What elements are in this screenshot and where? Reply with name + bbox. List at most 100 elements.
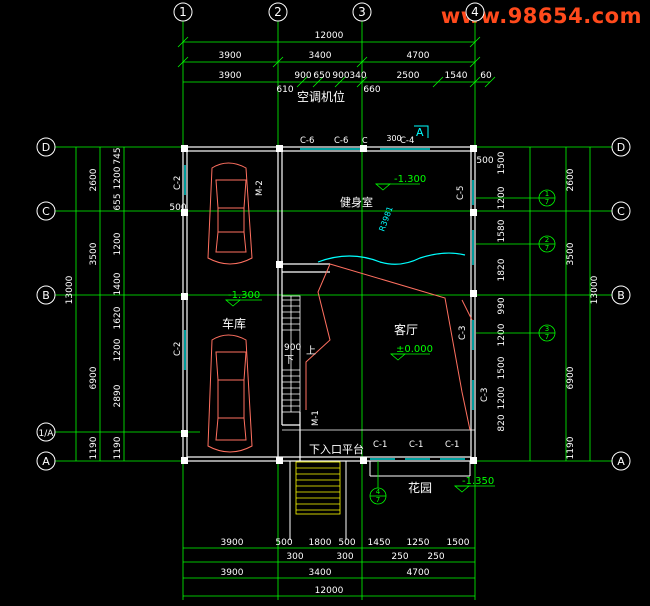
- detail-bubble-4-top: 4: [376, 488, 381, 496]
- dim-top-total: 12000: [315, 31, 344, 41]
- win-c5: C-5: [456, 186, 466, 200]
- axis-label-C-left: C: [42, 205, 50, 218]
- axis-grid: [55, 18, 612, 600]
- level-garden: -1.350: [462, 476, 494, 487]
- dim-top-3-3: 900: [332, 71, 349, 81]
- dim-bot-1-0: 3900: [221, 538, 244, 548]
- garage-car-bottom: [207, 334, 253, 453]
- dim-top-3-0: 3900: [219, 71, 242, 81]
- axis-label-1: 1: [179, 5, 187, 19]
- dim-top-2-0: 3900: [219, 51, 242, 61]
- dim-top-3-1: 900: [294, 71, 311, 81]
- dim-right-3: 1190: [566, 436, 576, 459]
- dim-top-3-7: 60: [480, 71, 492, 81]
- detail-bubbles: [369, 189, 556, 505]
- section-mark-a: A: [416, 126, 424, 139]
- section-arrow: [414, 125, 429, 138]
- win-c1-a: C-1: [373, 440, 387, 450]
- level-living: ±0.000: [396, 344, 433, 355]
- room-entry-label: 下入口平台: [309, 442, 364, 456]
- dim-left-extra: 500: [169, 203, 186, 213]
- room-gym-label: 健身室: [340, 195, 373, 209]
- dim-right-1: 3500: [566, 242, 576, 265]
- dim-left-in-4: 1400: [113, 272, 123, 295]
- dim-top-3-6: 1540: [445, 71, 468, 81]
- axis-bubble-1: [173, 2, 193, 22]
- dim-top-2-2: 4700: [407, 51, 430, 61]
- dim-right-in-6: 1200: [497, 323, 507, 346]
- window-openings: [184, 148, 474, 460]
- level-gym: -1.300: [394, 174, 426, 185]
- dim-left-in-7: 2890: [113, 384, 123, 407]
- dim-bot-2-3: 250: [427, 552, 444, 562]
- dim-right-in-1: 1500: [497, 151, 507, 174]
- dim-left-total: 13000: [65, 275, 75, 304]
- detail-bubble-1-top: 1: [545, 190, 549, 198]
- dim-bot-2-0: 300: [286, 552, 303, 562]
- detail-bubble-1-bottom: 7: [545, 198, 549, 206]
- dim-left-in-0: 745: [113, 147, 123, 164]
- dim-bot-2-1: 300: [336, 552, 353, 562]
- axis-label-3: 3: [358, 5, 366, 19]
- dim-bot-1-5: 1250: [407, 538, 430, 548]
- room-garage-label: 车库: [222, 316, 246, 331]
- axis-label-A-left: A: [42, 455, 50, 468]
- room-garden-label: 花园: [408, 480, 432, 495]
- dim-left-in-1: 1200: [113, 166, 123, 189]
- dim-right-in-5: 990: [497, 297, 507, 314]
- dim-right-0: 2600: [566, 168, 576, 191]
- win-c2-b: C-2: [173, 342, 183, 356]
- win-c3-b: C-3: [480, 388, 490, 402]
- door-m2: M-2: [255, 180, 265, 196]
- axis-bubble-4: [465, 2, 485, 22]
- dim-right-in-8: 1200: [497, 386, 507, 409]
- dim-bot-1-6: 1500: [447, 538, 470, 548]
- detail-bubble-4-bottom: 7: [376, 496, 380, 504]
- dim-left-0: 2600: [89, 168, 99, 191]
- dim-left-in-8: 1190: [113, 436, 123, 459]
- dim-top-misc-0: 610: [276, 85, 293, 95]
- arc-radius-label: R3981: [377, 205, 394, 232]
- dim-right-in-9: 820: [497, 414, 507, 431]
- columns: [181, 145, 477, 464]
- ac-position-label: 空调机位: [297, 89, 345, 104]
- top-dimension-lines: [177, 36, 496, 88]
- dim-left-in-6: 1200: [113, 338, 123, 361]
- dim-right-2: 6900: [566, 366, 576, 389]
- detail-bubble-2-top: 2: [545, 236, 549, 244]
- stair-width: 900: [284, 343, 301, 353]
- bottom-dimension-lines: [183, 547, 475, 597]
- stair-up: 上: [306, 345, 316, 357]
- garage-car-top: [207, 162, 253, 265]
- axis-bubble-3: [352, 2, 372, 22]
- win-c3-a: C-3: [458, 326, 468, 340]
- axis-label-B-right: B: [617, 289, 625, 302]
- dim-bot-3-0: 3900: [221, 568, 244, 578]
- door-m1: M-1: [311, 410, 321, 426]
- dim-bot-1-2: 1800: [309, 538, 332, 548]
- dim-bot-1-1: 500: [275, 538, 292, 548]
- win-c2-a: C-2: [173, 176, 183, 190]
- axis-label-1A-left: 1/A: [39, 429, 55, 439]
- level-markers: [224, 183, 495, 493]
- dim-top-3-4: 340: [349, 71, 366, 81]
- dim-top-3-2: 650: [313, 71, 330, 81]
- axis-label-A-right: A: [617, 455, 625, 468]
- dim-right-in-7: 1500: [497, 356, 507, 379]
- dim-bot-1-3: 500: [338, 538, 355, 548]
- walls: [182, 146, 476, 462]
- dim-left-3: 1190: [89, 436, 99, 459]
- mark-c: C: [362, 136, 368, 145]
- axis-label-C-right: C: [617, 205, 625, 218]
- left-dimension-lines: [75, 147, 125, 461]
- axis-label-4: 4: [471, 5, 479, 19]
- curved-glass-wall: [317, 252, 466, 265]
- dim-left-1: 3500: [89, 242, 99, 265]
- axis-label-B-left: B: [42, 289, 50, 302]
- dim-top-2-1: 3400: [309, 51, 332, 61]
- entry-steps: [295, 461, 341, 515]
- axis-bubble-2: [268, 2, 288, 22]
- interior-stair: [281, 295, 301, 413]
- room-living-label: 客厅: [394, 322, 418, 337]
